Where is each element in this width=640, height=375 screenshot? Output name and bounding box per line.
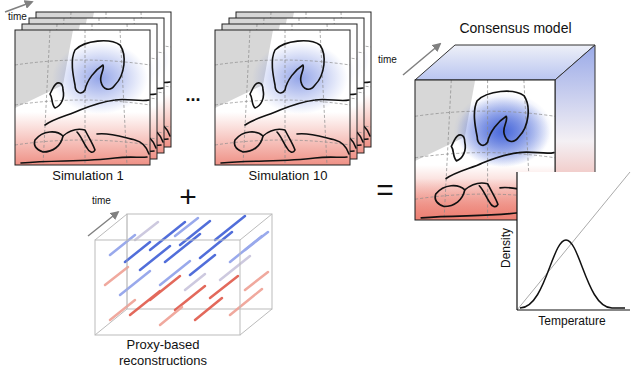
axis-label: Density [499,228,513,268]
density-plot [517,172,630,310]
figure-panel: Consensus modelDensityTemperature [400,20,631,37]
proxy-cube [95,214,272,335]
figure-panel: Proxy-based reconstructions [85,337,241,368]
axis-note: time [92,196,111,206]
time-arrow [5,2,32,12]
map-stack [15,12,171,165]
axis-note: time [8,12,27,22]
axis-note: time [378,55,397,65]
operator-symbol: = [376,175,394,205]
figure-panel: Simulation 10 [215,168,361,184]
map-stack [215,12,371,165]
panel-caption: Consensus model [400,20,631,37]
panel-caption: Simulation 10 [215,168,361,184]
figure-panel: Simulation 1 [15,168,161,184]
proxy-records [105,216,268,325]
time-arrow [88,212,118,236]
plot-panel: DensityTemperature [496,168,632,330]
panel-caption: Simulation 1 [15,168,161,184]
operator-symbol: + [179,182,197,212]
axis-label: Temperature [538,314,605,328]
panel-caption: Proxy-based reconstructions [85,337,241,368]
operator-symbol: ... [185,86,200,104]
